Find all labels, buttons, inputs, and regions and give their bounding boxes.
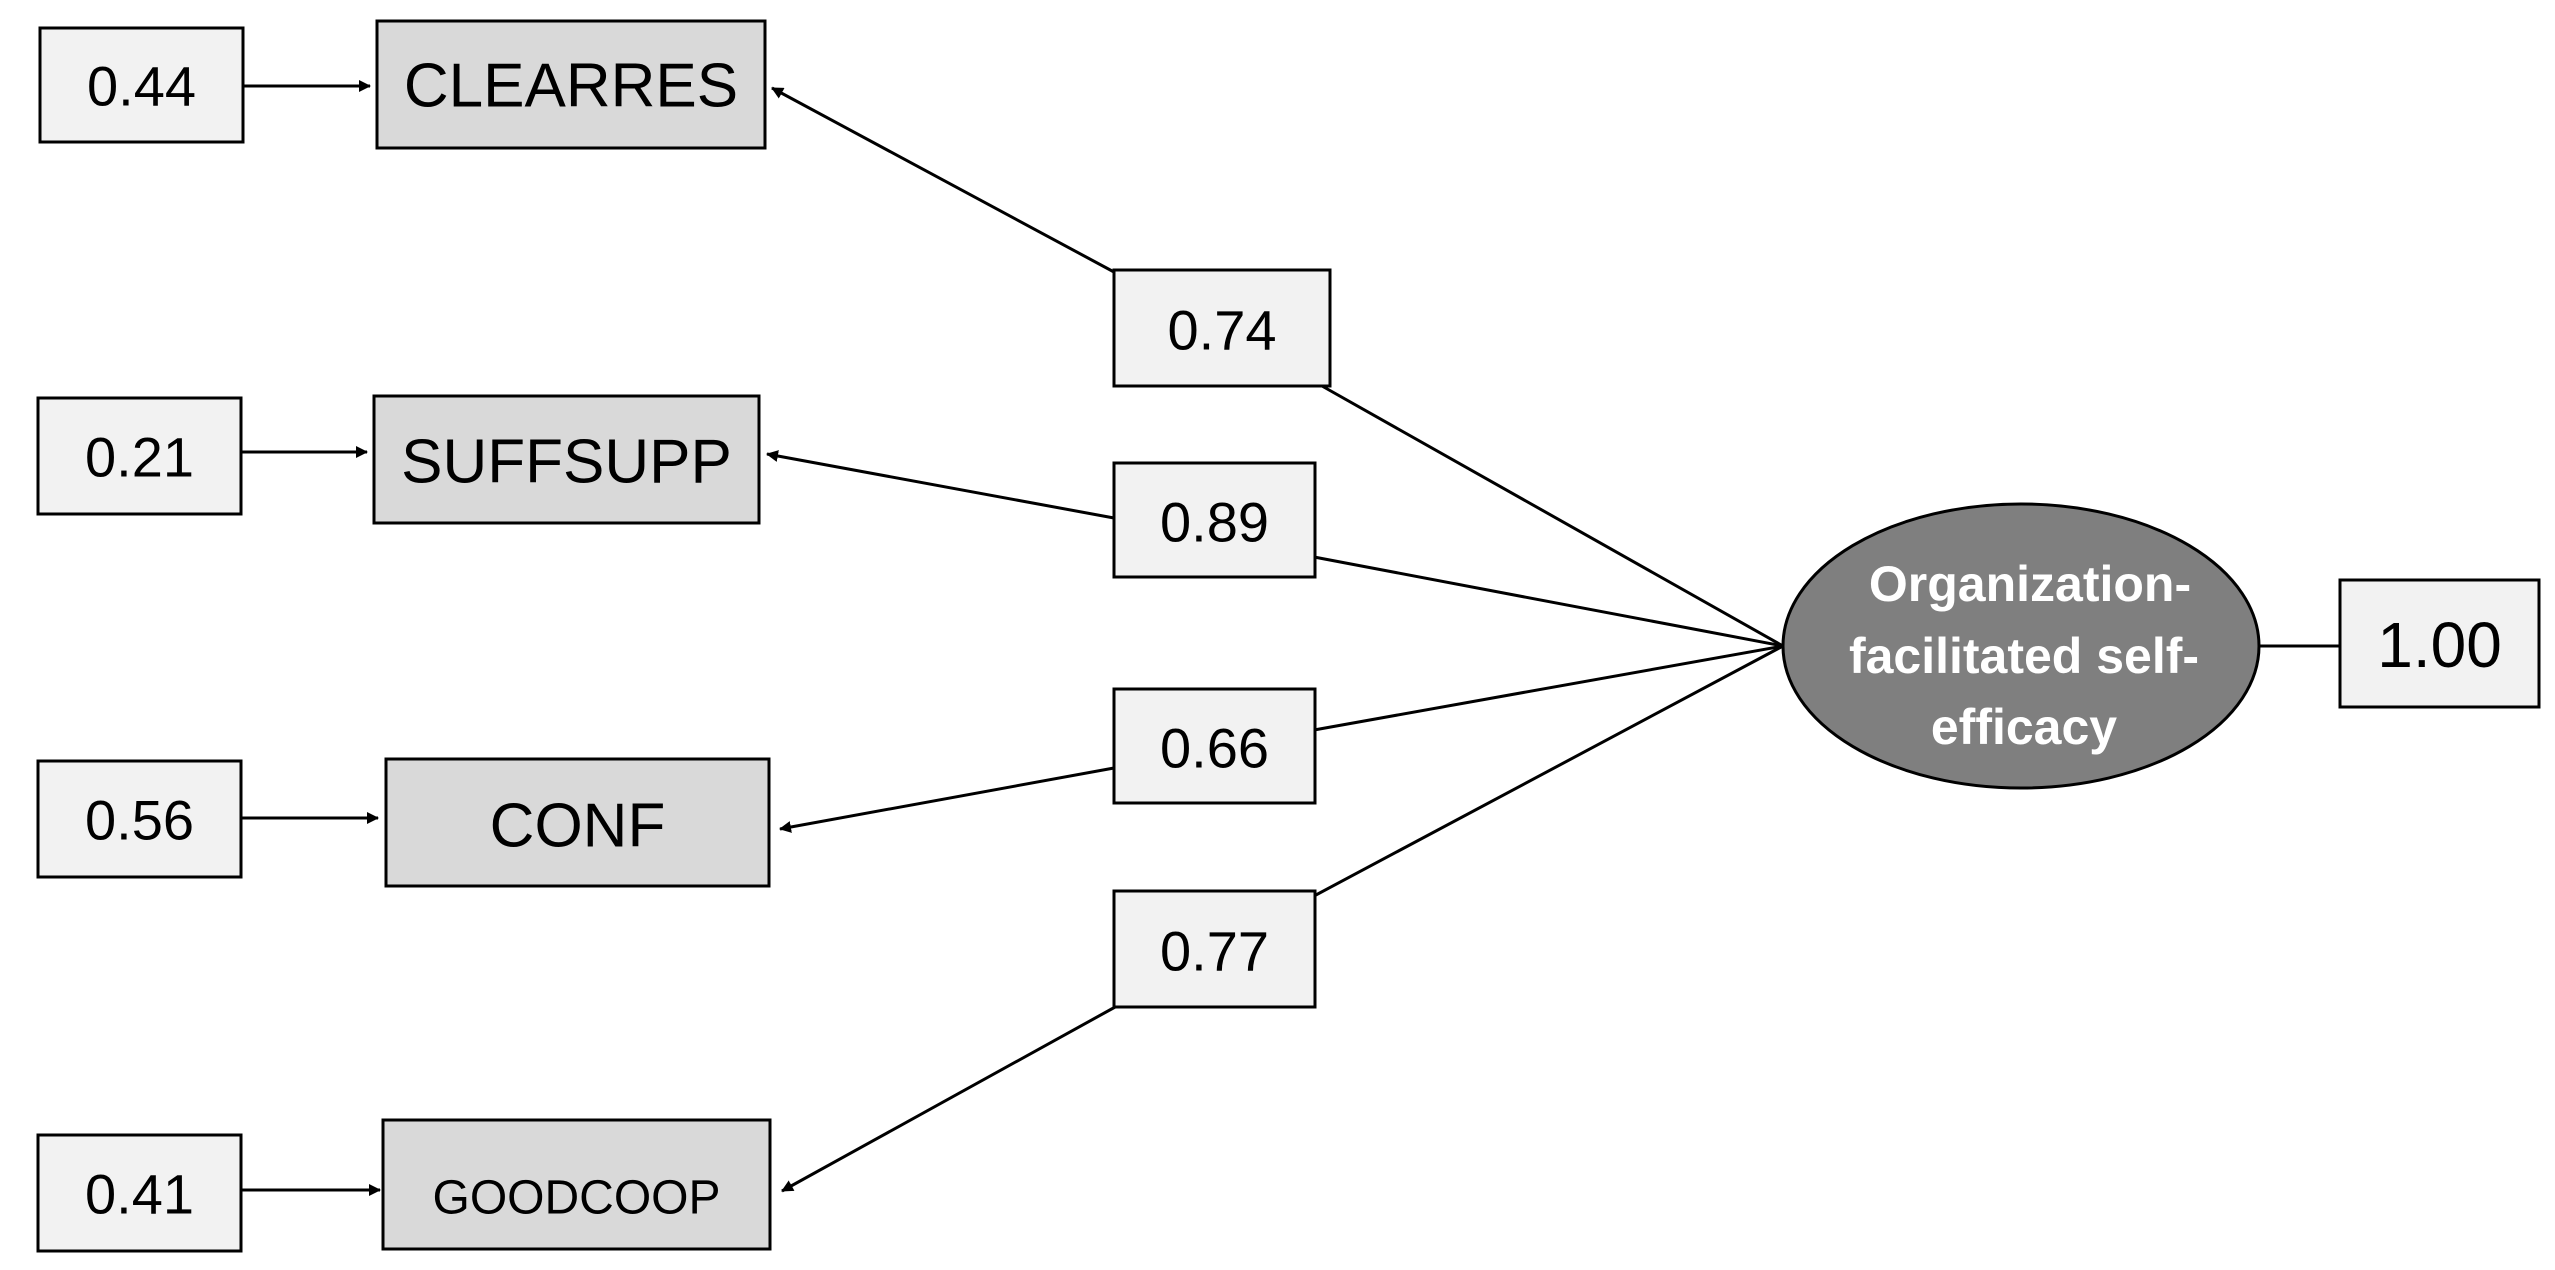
indicator-box-goodcoop: GOODCOOP (381, 1118, 772, 1251)
path-loading-to-clearres (771, 86, 1115, 274)
error-value: 0.56 (85, 789, 194, 852)
loading-box-clearres: 0.74 (1112, 268, 1332, 388)
error-value: 0.44 (87, 55, 196, 118)
error-value: 0.21 (85, 426, 194, 489)
path-loading-to-goodcoop (781, 1004, 1118, 1193)
loading-value: 0.77 (1160, 920, 1269, 983)
loading-box-conf: 0.66 (1112, 687, 1317, 805)
indicator-box-suffsupp: SUFFSUPP (372, 394, 761, 525)
loading-value: 0.66 (1160, 717, 1269, 780)
latent-label-line-3: efficacy (1931, 699, 2117, 755)
indicator-label: SUFFSUPP (401, 428, 732, 497)
latent-label-line-1: Organization- (1869, 556, 2191, 612)
error-box-suffsupp: 0.21 (36, 396, 243, 516)
loading-box-goodcoop: 0.77 (1112, 889, 1317, 1009)
path-loading-to-conf (779, 766, 1115, 833)
path-loading-to-suffsupp (766, 450, 1115, 520)
loading-value: 0.89 (1160, 491, 1269, 554)
indicator-label: CONF (490, 792, 666, 861)
path-latent-to-loading-conf (1313, 644, 1784, 732)
error-box-goodcoop: 0.41 (36, 1133, 243, 1253)
latent-variance-box: 1.00 (2338, 578, 2541, 709)
latent-label-line-2: facilitated self- (1849, 628, 2199, 684)
error-box-clearres: 0.44 (38, 26, 245, 144)
latent-variance-value: 1.00 (2377, 609, 2502, 681)
loading-box-suffsupp: 0.89 (1112, 461, 1317, 579)
error-box-conf: 0.56 (36, 759, 243, 879)
latent-construct: Organization- facilitated self- efficacy (1781, 502, 2261, 790)
path-latent-to-loading-suffsupp (1313, 555, 1784, 648)
indicator-label: CLEARRES (404, 52, 738, 121)
indicator-box-conf: CONF (384, 757, 771, 888)
path-latent-to-loading-goodcoop (1313, 644, 1784, 898)
indicator-label: GOODCOOP (432, 1172, 720, 1225)
loading-value: 0.74 (1168, 299, 1277, 362)
error-value: 0.41 (85, 1163, 194, 1226)
indicator-box-clearres: CLEARRES (375, 19, 767, 150)
path-latent-to-loading-clearres (1321, 384, 1784, 648)
